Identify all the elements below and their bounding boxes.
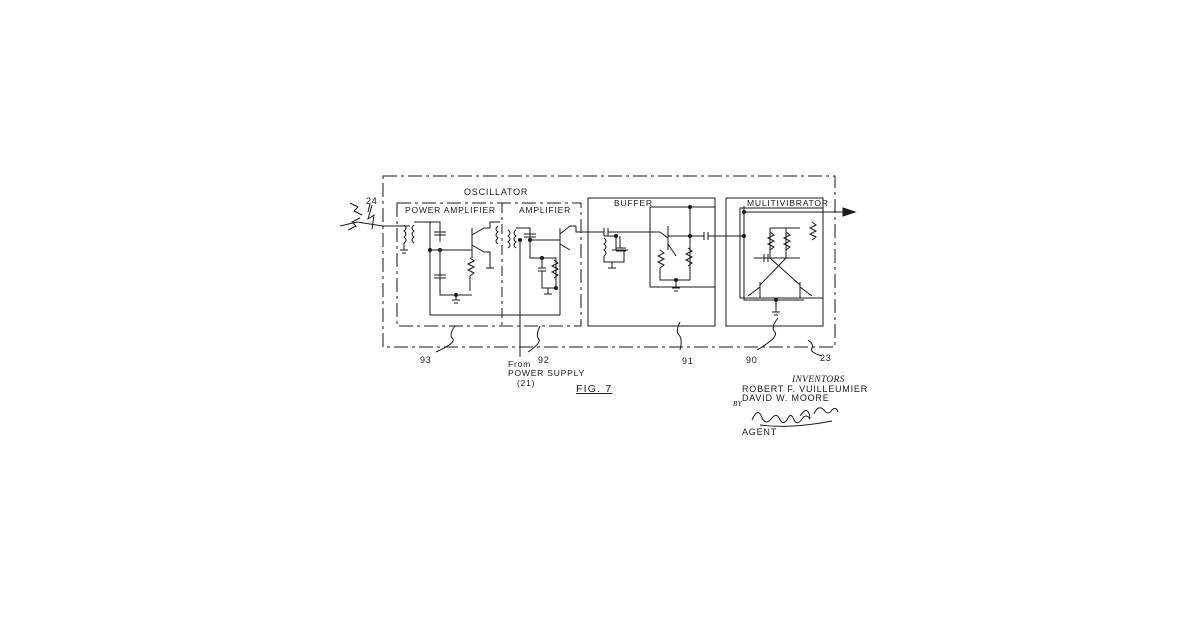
ref-92: 92 <box>538 355 550 365</box>
inventor-name-1: ROBERT F. VUILLEUMIER <box>742 384 868 394</box>
multivibrator-label: MULITIVIBRATOR <box>747 198 829 208</box>
ref-24: 24 <box>366 196 378 206</box>
agent-label: AGENT <box>742 427 778 437</box>
figure-label: FIG. 7 <box>576 383 613 395</box>
power-amplifier-label: POWER AMPLIFIER <box>405 205 496 215</box>
overall-frame <box>382 175 836 348</box>
inventors-heading: INVENTORS <box>792 375 845 385</box>
power-note-line3: (21) <box>517 378 536 388</box>
inventor-name-2: DAVID W. MOORE <box>742 393 830 403</box>
ref-23: 23 <box>820 353 832 363</box>
ref-90: 90 <box>746 355 758 365</box>
power-note-line1: From <box>508 359 532 369</box>
oscillator-label: OSCILLATOR <box>464 187 529 197</box>
amplifier-label: AMPLIFIER <box>519 205 572 215</box>
oscillator-frame <box>396 202 582 327</box>
ref-91: 91 <box>682 356 694 366</box>
by-label: BY <box>733 400 742 408</box>
agent-signature <box>751 407 839 427</box>
ref-93: 93 <box>420 355 432 365</box>
power-note-line2: POWER SUPPLY <box>508 368 585 378</box>
buffer-label: BUFFER <box>614 198 653 208</box>
